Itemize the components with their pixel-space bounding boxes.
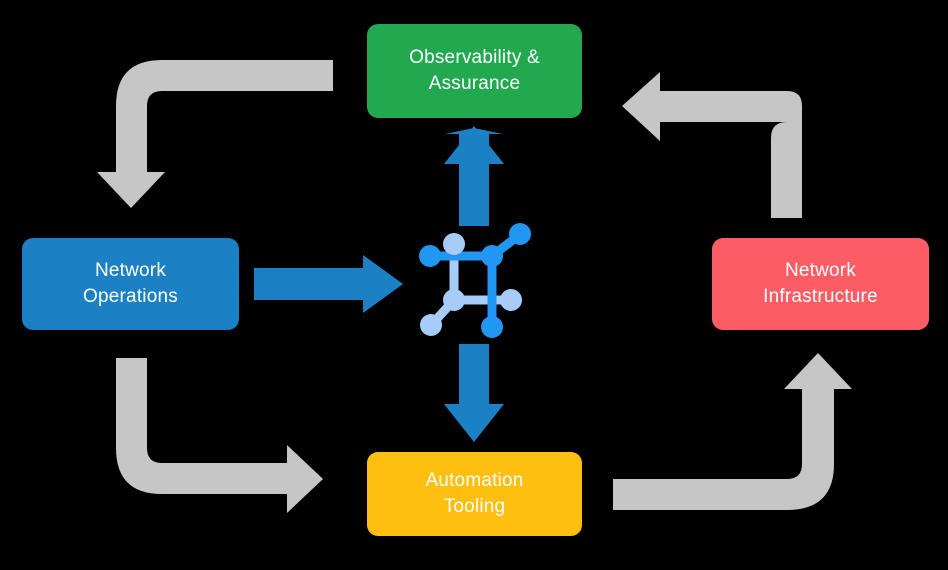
blue-arrow-up-shaft bbox=[459, 160, 489, 226]
gray-arrow-observability-to-operations bbox=[97, 60, 333, 208]
mesh-node-dark-topright bbox=[509, 223, 531, 245]
mesh-node-light-top bbox=[443, 233, 465, 255]
blue-arrow-down-shaft bbox=[459, 344, 489, 410]
node-observability-assurance[interactable]: Observability & Assurance bbox=[367, 24, 582, 118]
node-network-operations[interactable]: Network Operations bbox=[22, 238, 239, 330]
blue-arrow-center-to-observability-head bbox=[444, 126, 504, 164]
blue-arrow-center-to-automation-head bbox=[444, 404, 504, 442]
mesh-node-dark-hub bbox=[481, 245, 503, 267]
gray-arrow-automation-to-infrastructure bbox=[613, 353, 852, 510]
mesh-node-dark-bottom bbox=[481, 316, 503, 338]
mesh-node-light-right bbox=[500, 289, 522, 311]
network-mesh-icon bbox=[419, 223, 531, 338]
blue-arrow-operations-to-center bbox=[254, 255, 403, 313]
mesh-node-light-bottomleft bbox=[420, 314, 442, 336]
gray-arrow-operations-to-automation bbox=[116, 358, 323, 513]
mesh-node-light-mid bbox=[443, 289, 465, 311]
mesh-node-dark-left bbox=[419, 245, 441, 267]
node-network-infrastructure[interactable]: Network Infrastructure bbox=[712, 238, 929, 330]
blue-arrow-center-to-observability bbox=[445, 128, 503, 222]
node-automation-tooling[interactable]: Automation Tooling bbox=[367, 452, 582, 536]
gray-arrow-infrastructure-to-observability bbox=[622, 72, 802, 218]
